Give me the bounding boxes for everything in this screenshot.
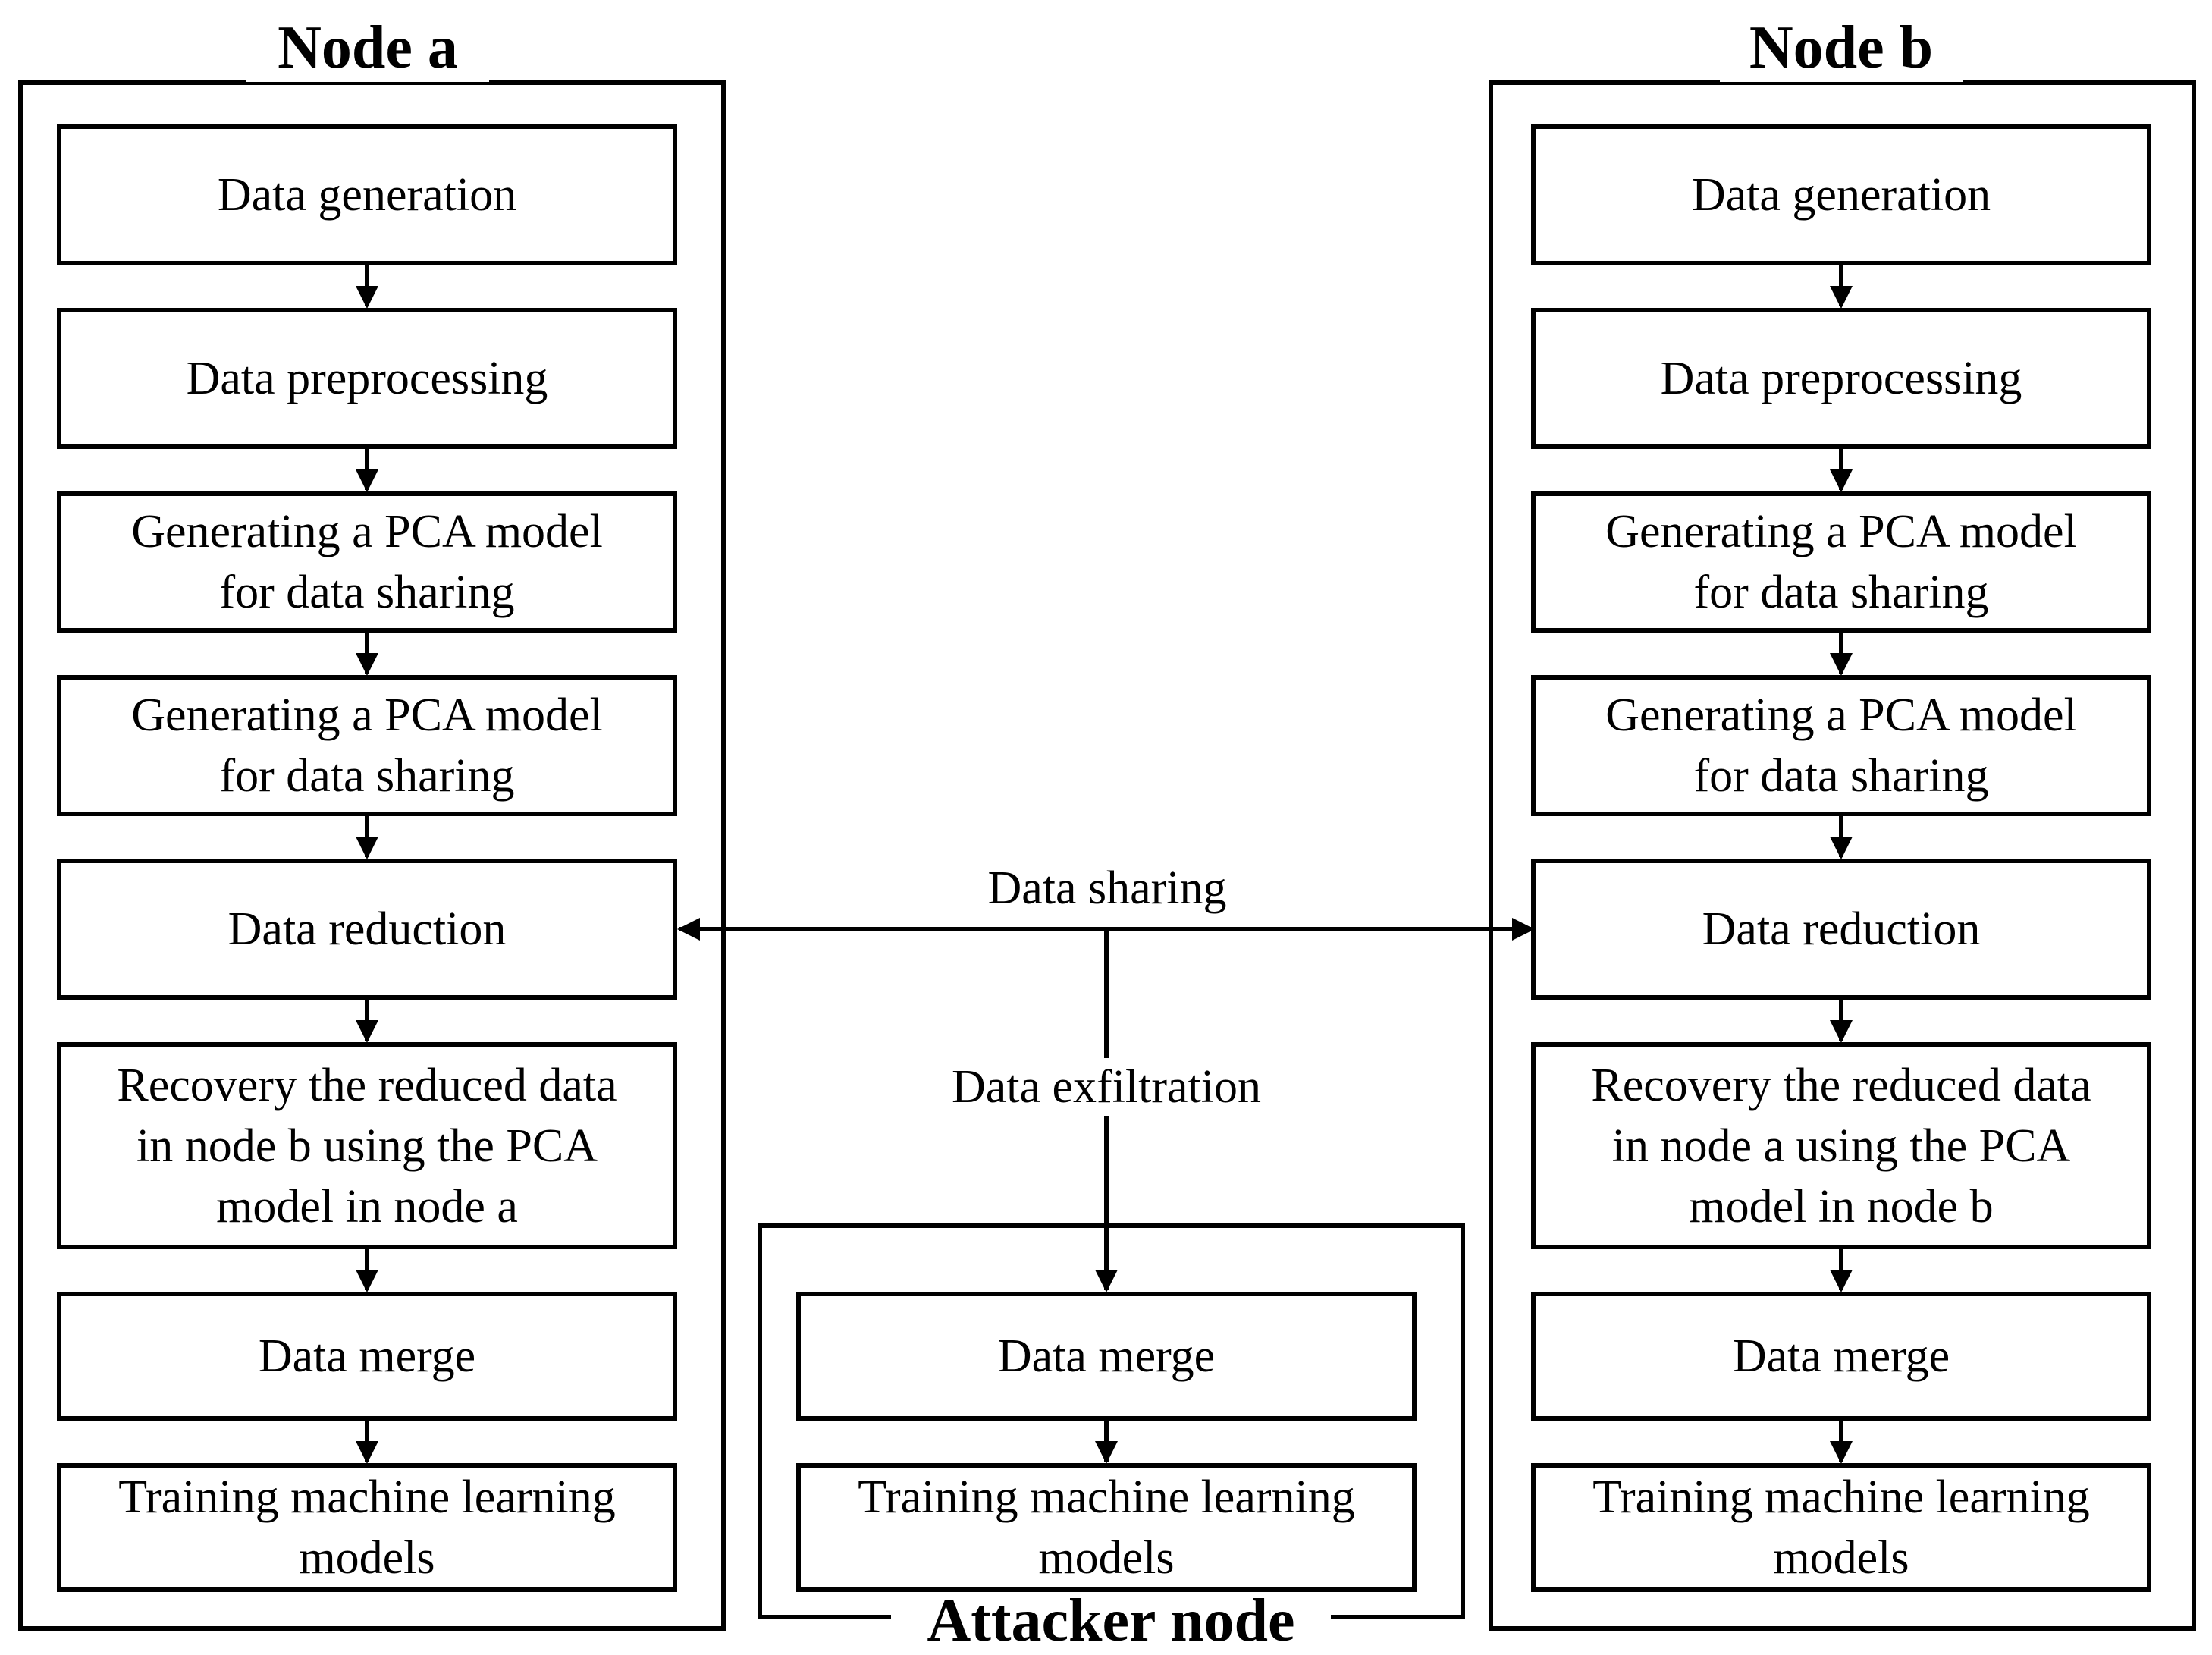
node-a-step-pca-model-1: Generating a PCA model for data sharing: [57, 491, 677, 633]
node-b-step-pca-model-2: Generating a PCA model for data sharing: [1531, 675, 2151, 816]
attacker-node-title: Attacker node: [891, 1587, 1331, 1655]
node-b-step-training: Training machine learning models: [1531, 1463, 2151, 1592]
data-exfiltration-label: Data exfiltration: [913, 1058, 1300, 1116]
node-b-step-recovery: Recovery the reduced data in node a usin…: [1531, 1042, 2151, 1249]
node-b-step-data-reduction: Data reduction: [1531, 859, 2151, 1000]
data-sharing-label: Data sharing: [987, 862, 1227, 914]
node-b-step-data-preprocessing: Data preprocessing: [1531, 308, 2151, 449]
node-b-step-data-generation: Data generation: [1531, 124, 2151, 265]
node-a-title: Node a: [246, 14, 489, 82]
node-b-step-data-merge: Data merge: [1531, 1292, 2151, 1421]
node-a-step-pca-model-2: Generating a PCA model for data sharing: [57, 675, 677, 816]
node-a-step-data-preprocessing: Data preprocessing: [57, 308, 677, 449]
node-a-step-recovery: Recovery the reduced data in node b usin…: [57, 1042, 677, 1249]
node-a-step-data-reduction: Data reduction: [57, 859, 677, 1000]
node-a-step-training: Training machine learning models: [57, 1463, 677, 1592]
attacker-step-data-merge: Data merge: [796, 1292, 1417, 1421]
node-b-step-pca-model-1: Generating a PCA model for data sharing: [1531, 491, 2151, 633]
node-a-frame: [18, 80, 726, 1631]
node-b-frame: [1489, 80, 2196, 1631]
node-b-title: Node b: [1720, 14, 1963, 82]
node-a-step-data-generation: Data generation: [57, 124, 677, 265]
node-a-step-data-merge: Data merge: [57, 1292, 677, 1421]
attacker-step-training: Training machine learning models: [796, 1463, 1417, 1592]
